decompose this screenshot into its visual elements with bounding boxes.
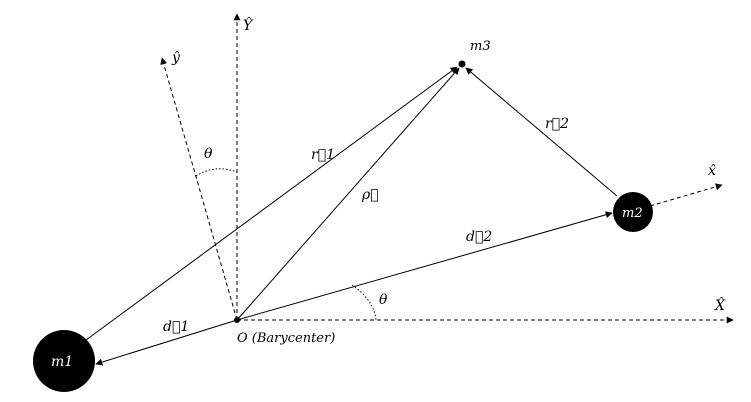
theta-arc-bottom [351,284,377,321]
x-axis-rotated [649,183,723,207]
origin-point [234,317,240,323]
vector-r2 [465,67,618,197]
mass-m3 [458,60,466,68]
label-m3: m3 [470,39,491,54]
label-x-axis: x̂ [708,163,716,179]
label-X-axis: X̂ [714,296,726,314]
mass-m1 [33,330,95,392]
label-origin: O (Barycenter) [237,331,335,346]
y-axis-rotated [160,57,238,321]
label-theta-top: θ [204,146,213,162]
label-d1: d⃗1 [163,319,189,335]
vector-d2 [236,211,613,321]
label-d2: d⃗2 [466,229,492,245]
label-r2: r⃗2 [545,116,569,132]
label-r1: r⃗1 [311,147,335,163]
label-m2: m2 [622,206,643,221]
vector-r1 [85,66,458,341]
label-m1: m1 [51,354,73,370]
mass-m2 [613,192,653,232]
label-y-axis: ŷ [171,49,181,66]
vector-d1 [95,319,238,366]
label-rho: ρ⃗ [361,187,379,203]
theta-arc-top [195,168,238,177]
vector-rho [236,67,460,321]
label-Y-axis: Ŷ [243,16,254,34]
label-theta-bottom: θ [379,292,388,308]
